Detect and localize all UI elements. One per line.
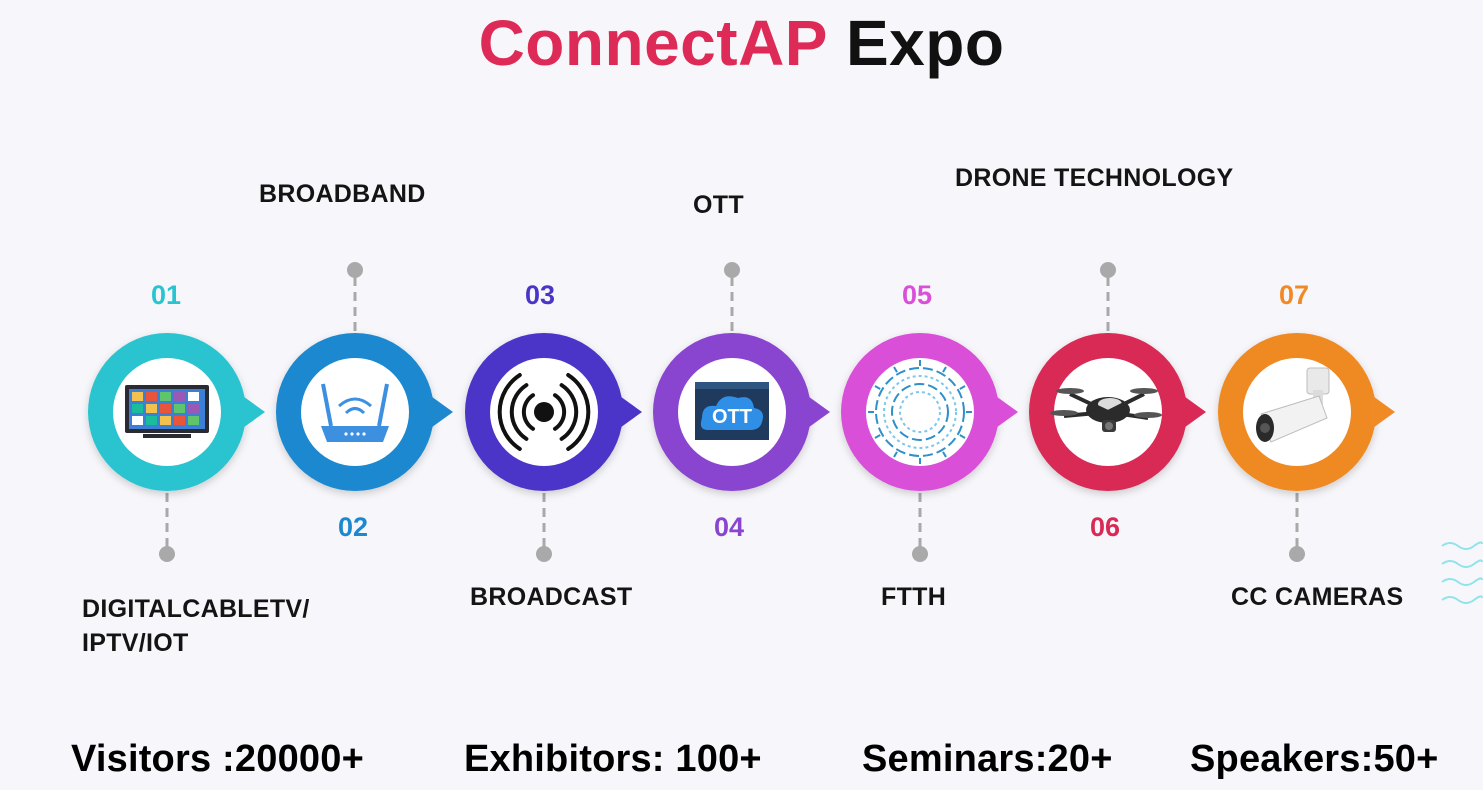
connector-dot [536, 546, 552, 562]
connector-dot [159, 546, 175, 562]
step-ring-05 [841, 333, 1018, 491]
title-suffix: Expo [845, 7, 1005, 79]
stat-seminars: Seminars:20+ [862, 738, 1113, 780]
drone-icon [1050, 388, 1162, 432]
step-number-04: 04 [714, 512, 745, 542]
wifi-router-icon [321, 383, 389, 442]
broadcast-icon [497, 373, 591, 451]
step-label-04: OTT [693, 191, 744, 219]
connector-dot [912, 546, 928, 562]
connector-dot [724, 262, 740, 278]
connector-dot [347, 262, 363, 278]
stat-speakers: Speakers:50+ [1190, 738, 1439, 780]
step-number-03: 03 [525, 280, 556, 310]
step-label-05: FTTH [881, 583, 947, 611]
stat-visitors: Visitors :20000+ [71, 738, 364, 780]
step-number-02: 02 [338, 512, 369, 542]
tv-icon [125, 385, 209, 438]
step-label-07: CC CAMERAS [1231, 583, 1404, 611]
step-label-01: DIGITALCABLETV/ IPTV/IOT [82, 592, 310, 660]
connector-lines [159, 262, 1305, 562]
cctv-camera-icon [1256, 367, 1330, 443]
step-number-05: 05 [902, 280, 933, 310]
step-label-01-line2: IPTV/IOT [82, 629, 189, 657]
step-number-07: 07 [1279, 280, 1310, 310]
step-number-06: 06 [1090, 512, 1121, 542]
step-number-01: 01 [151, 280, 182, 310]
step-label-01-line1: DIGITALCABLETV/ [82, 595, 310, 623]
title-brand: ConnectAP [478, 7, 828, 79]
svg-text:OTT: OTT [712, 406, 752, 428]
step-label-03: BROADCAST [470, 583, 633, 611]
fiber-icon [868, 360, 972, 464]
decorative-waves [1441, 541, 1483, 604]
step-icons: OTT [125, 360, 1330, 464]
ott-icon: OTT [695, 382, 769, 440]
connector-dot [1100, 262, 1116, 278]
step-label-02: BROADBAND [259, 180, 426, 208]
stat-exhibitors: Exhibitors: 100+ [464, 738, 762, 780]
step-label-06: DRONE TECHNOLOGY [955, 164, 1234, 192]
connector-dot [1289, 546, 1305, 562]
